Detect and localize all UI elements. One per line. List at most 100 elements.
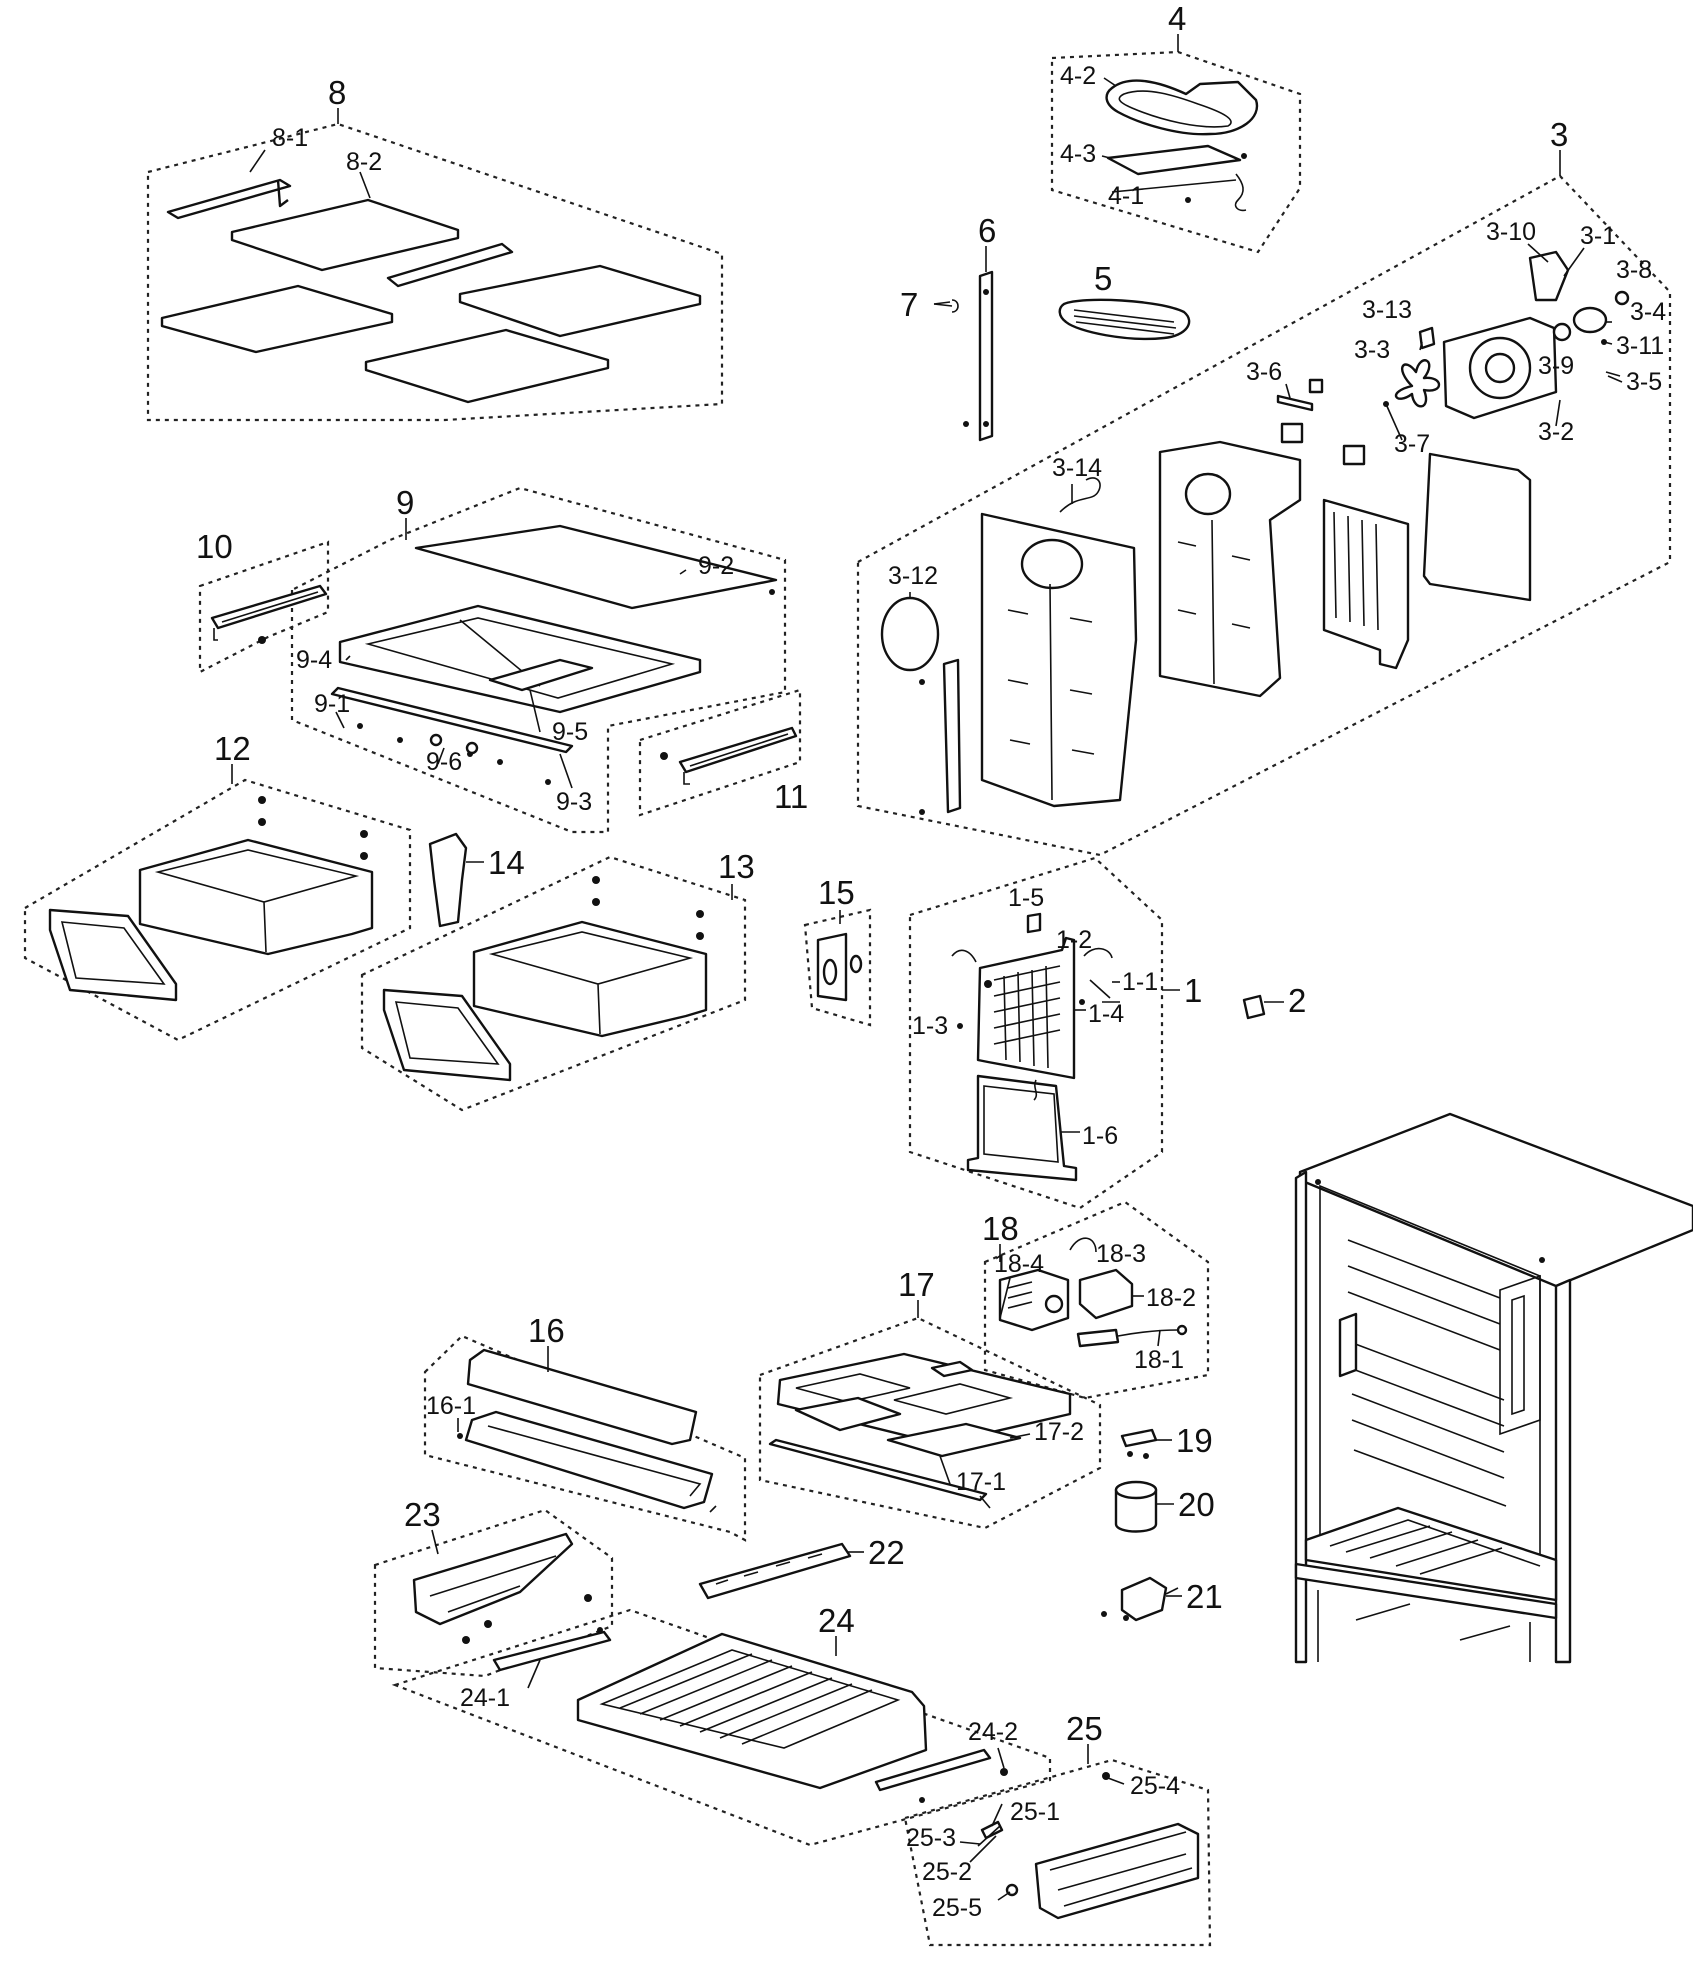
glass-9-2 bbox=[414, 524, 778, 610]
label-group-20: 20 bbox=[1178, 1486, 1215, 1523]
control-box-knob bbox=[1044, 1294, 1064, 1314]
back-panel bbox=[1422, 452, 1532, 602]
tray-frame-16-inner bbox=[487, 1425, 702, 1497]
lamp-cover-inner bbox=[1118, 90, 1232, 128]
label-1-2: 1-2 bbox=[1056, 926, 1092, 954]
label-18-3: 18-3 bbox=[1096, 1240, 1146, 1268]
spring-25-3 bbox=[977, 1825, 1001, 1847]
boundary-group-8 bbox=[146, 122, 724, 422]
damper-3-10 bbox=[1528, 250, 1570, 302]
rail-25-detail bbox=[1049, 1831, 1193, 1907]
glass-17-2-b bbox=[886, 1422, 1022, 1458]
part-group-8-shelves bbox=[160, 108, 702, 404]
cabinet-right-wall bbox=[1554, 1278, 1572, 1664]
bracket-22-holes bbox=[715, 1553, 823, 1585]
label-3-6: 3-6 bbox=[1246, 358, 1282, 386]
evaporator-coil bbox=[1322, 498, 1410, 670]
washer-3-9 bbox=[1552, 322, 1572, 342]
ice-tray-1-4 bbox=[976, 936, 1076, 1080]
label-3-3: 3-3 bbox=[1354, 336, 1390, 364]
label-1-1: 1-1 bbox=[1122, 968, 1158, 996]
label-group-6: 6 bbox=[978, 212, 996, 249]
label-group-4: 4 bbox=[1168, 0, 1186, 37]
screw-9-6-b bbox=[465, 741, 479, 755]
part-group-17-shelf bbox=[768, 1300, 1072, 1509]
label-4-1: 4-1 bbox=[1108, 182, 1144, 210]
label-group-10: 10 bbox=[196, 528, 233, 565]
part-group-3-evaporator bbox=[880, 150, 1630, 815]
hub-1-5 bbox=[1026, 912, 1042, 934]
label-3-12: 3-12 bbox=[888, 562, 938, 590]
hinge-19 bbox=[1120, 1428, 1158, 1448]
label-3-9: 3-9 bbox=[1538, 352, 1574, 380]
block-b bbox=[1280, 422, 1304, 444]
label-group-16: 16 bbox=[528, 1312, 565, 1349]
fan-motor-3-4 bbox=[1572, 306, 1608, 334]
rail-10-detail bbox=[213, 591, 319, 641]
label-group-5: 5 bbox=[1094, 260, 1112, 297]
leader-3-7 bbox=[1385, 403, 1403, 441]
label-group-23: 23 bbox=[404, 1496, 441, 1533]
cabinet-floor-ribs bbox=[1329, 1519, 1541, 1575]
rail-11-detail bbox=[683, 733, 789, 785]
leader-3-10 bbox=[1527, 243, 1549, 263]
leader-3-1 bbox=[1563, 247, 1585, 277]
block-a bbox=[1308, 378, 1324, 394]
coil-fins bbox=[1333, 511, 1379, 631]
drawer-13-front-inner bbox=[394, 1001, 500, 1065]
parts-5-6-7 bbox=[933, 246, 1191, 442]
leader-25-5 bbox=[997, 1891, 1011, 1901]
wire-18-3 bbox=[1069, 1237, 1097, 1253]
lamp-plate-4-3 bbox=[1106, 144, 1242, 176]
boundary-group-9 bbox=[290, 486, 787, 834]
panel-15-knob-b bbox=[849, 954, 863, 974]
part-group-1-ice-maker bbox=[951, 912, 1180, 1182]
parts-19-20-21-22 bbox=[698, 1428, 1182, 1622]
label-3-2: 3-2 bbox=[1538, 418, 1574, 446]
cabinet-back-column bbox=[1499, 1274, 1541, 1436]
rail-24-2 bbox=[874, 1748, 992, 1792]
drawer-12 bbox=[138, 838, 374, 956]
leader-9-6 bbox=[437, 747, 445, 765]
boundary-group-17 bbox=[758, 1316, 1102, 1530]
part-group-24-freezer-drawer bbox=[492, 1627, 1008, 1803]
part-group-9-crisper-cover bbox=[330, 518, 778, 789]
ice-tray-grid bbox=[993, 965, 1061, 1069]
label-1-5: 1-5 bbox=[1008, 884, 1044, 912]
part-group-4-lamp bbox=[1105, 34, 1259, 212]
label-8-1: 8-1 bbox=[272, 124, 308, 152]
boundary-group-1 bbox=[908, 856, 1164, 1210]
label-3-13: 3-13 bbox=[1362, 296, 1412, 324]
label-group-12: 12 bbox=[214, 730, 251, 767]
drawer-13 bbox=[472, 920, 708, 1038]
label-25-1: 25-1 bbox=[1010, 1798, 1060, 1826]
part-group-18-control bbox=[998, 1237, 1188, 1348]
label-group-18: 18 bbox=[982, 1210, 1019, 1247]
label-18-2: 18-2 bbox=[1146, 1284, 1196, 1312]
tray-cover-16 bbox=[466, 1348, 698, 1446]
label-group-15: 15 bbox=[818, 874, 855, 911]
drawer-13-front bbox=[382, 988, 512, 1082]
shelf-frame-17 bbox=[776, 1352, 1072, 1446]
sensor-18-1 bbox=[1076, 1328, 1120, 1348]
leader-9-1 bbox=[335, 711, 345, 729]
shelf-glass-8-2-d bbox=[364, 328, 610, 404]
cover-frame-9-4 bbox=[338, 604, 702, 714]
sensor-18-1-wire bbox=[1117, 1329, 1179, 1337]
grille-5 bbox=[1058, 298, 1191, 341]
wire-3-14 bbox=[1059, 477, 1101, 513]
label-24-1: 24-1 bbox=[460, 1684, 510, 1712]
label-1-6: 1-6 bbox=[1082, 1122, 1118, 1150]
cabinet-top bbox=[1298, 1112, 1693, 1288]
label-group-21: 21 bbox=[1186, 1578, 1223, 1615]
label-leaders bbox=[345, 77, 1623, 1827]
rear-cover-slots bbox=[1177, 519, 1251, 685]
grille-5-slots bbox=[1073, 309, 1177, 335]
label-1-4: 1-4 bbox=[1088, 1000, 1124, 1028]
label-group-8: 8 bbox=[328, 74, 346, 111]
glass-17-2-a bbox=[794, 1396, 902, 1432]
motor-21 bbox=[1120, 1576, 1168, 1622]
label-18-4: 18-4 bbox=[994, 1250, 1044, 1278]
label-9-5: 9-5 bbox=[552, 718, 588, 746]
leader-25-3 bbox=[959, 1841, 981, 1845]
